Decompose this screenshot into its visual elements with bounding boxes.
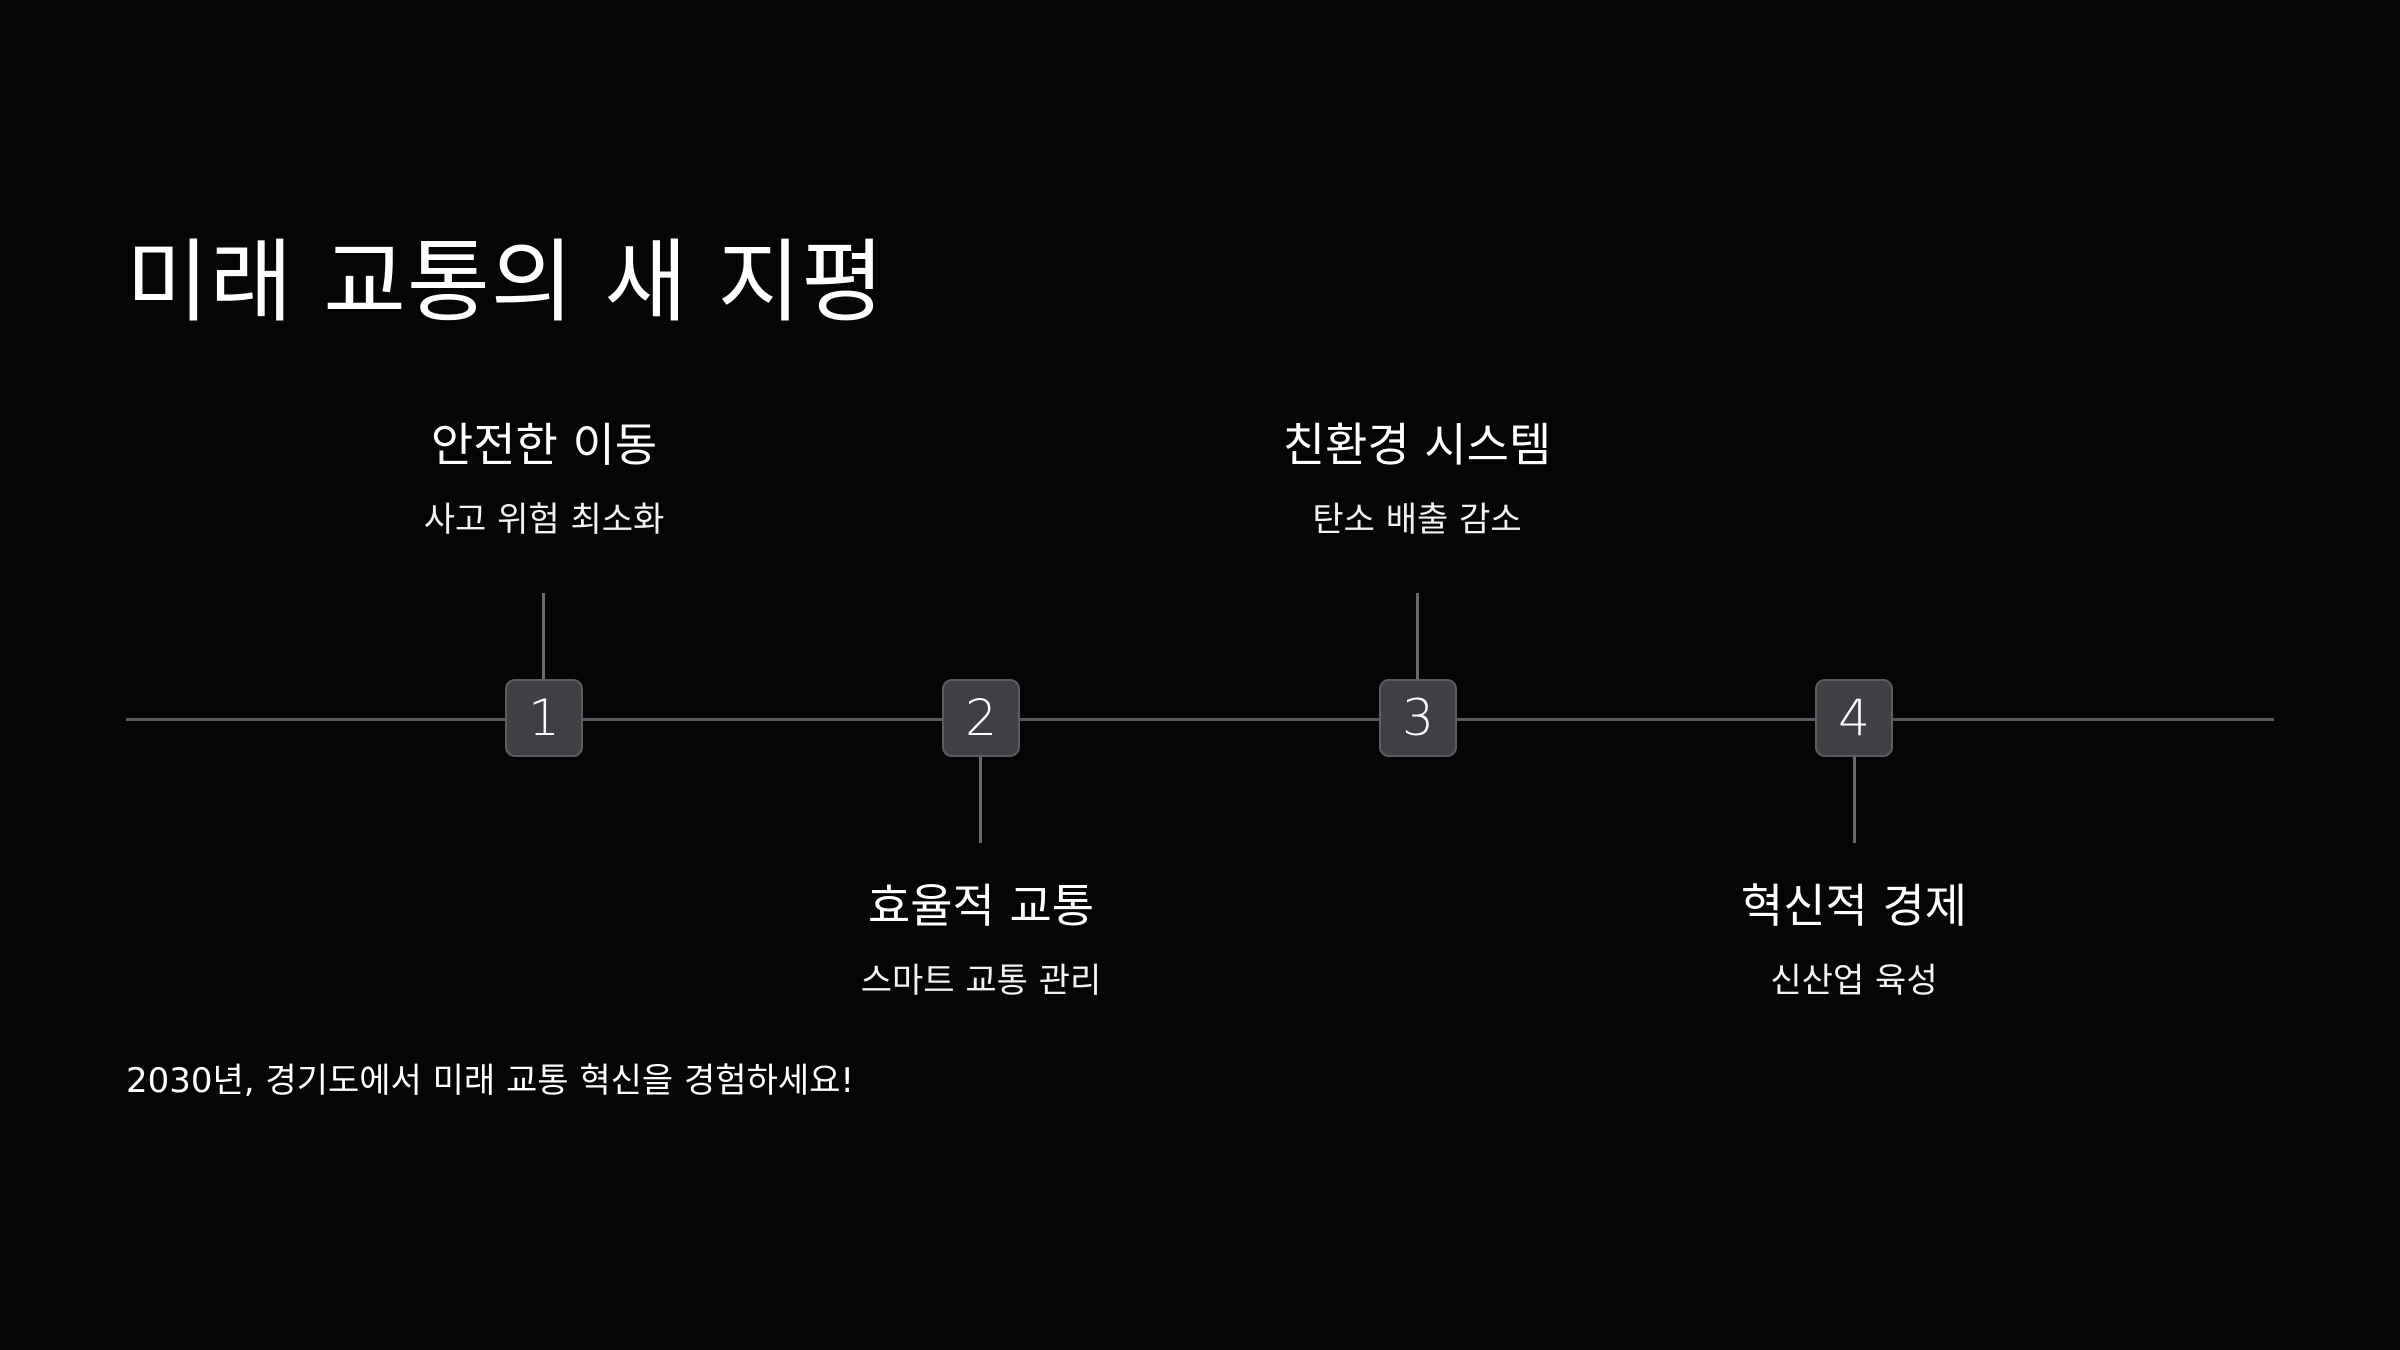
milestone-1-subtitle: 사고 위험 최소화: [423, 500, 665, 540]
milestone-3-subtitle: 탄소 배출 감소: [1312, 500, 1522, 540]
milestone-2-title: 효율적 교통: [867, 879, 1095, 933]
timeline-line: [126, 718, 2274, 721]
milestone-2-connector: [979, 757, 982, 843]
milestone-1-marker: 1: [505, 679, 583, 757]
milestone-4-label: 혁신적 경제 신산업 육성: [1574, 876, 2134, 1004]
milestone-3-marker: 3: [1379, 679, 1457, 757]
milestone-1-title: 안전한 이동: [430, 418, 658, 472]
milestone-1-label: 안전한 이동 사고 위험 최소화: [264, 415, 824, 543]
milestone-3-title: 친환경 시스템: [1282, 418, 1552, 472]
milestone-4-marker: 4: [1815, 679, 1893, 757]
footer-text: 2030년, 경기도에서 미래 교통 혁신을 경험하세요!: [126, 1061, 855, 1101]
milestone-4-subtitle: 신산업 육성: [1770, 961, 1938, 1001]
milestone-2-marker: 2: [942, 679, 1020, 757]
milestone-2-subtitle: 스마트 교통 관리: [860, 961, 1102, 1001]
milestone-4-connector: [1853, 757, 1856, 843]
milestone-3-connector: [1416, 593, 1419, 681]
milestone-1-connector: [542, 593, 545, 681]
page-title: 미래 교통의 새 지평: [126, 230, 886, 335]
milestone-3-label: 친환경 시스템 탄소 배출 감소: [1137, 415, 1697, 543]
milestone-2-label: 효율적 교통 스마트 교통 관리: [701, 876, 1261, 1004]
milestone-4-title: 혁신적 경제: [1740, 879, 1968, 933]
